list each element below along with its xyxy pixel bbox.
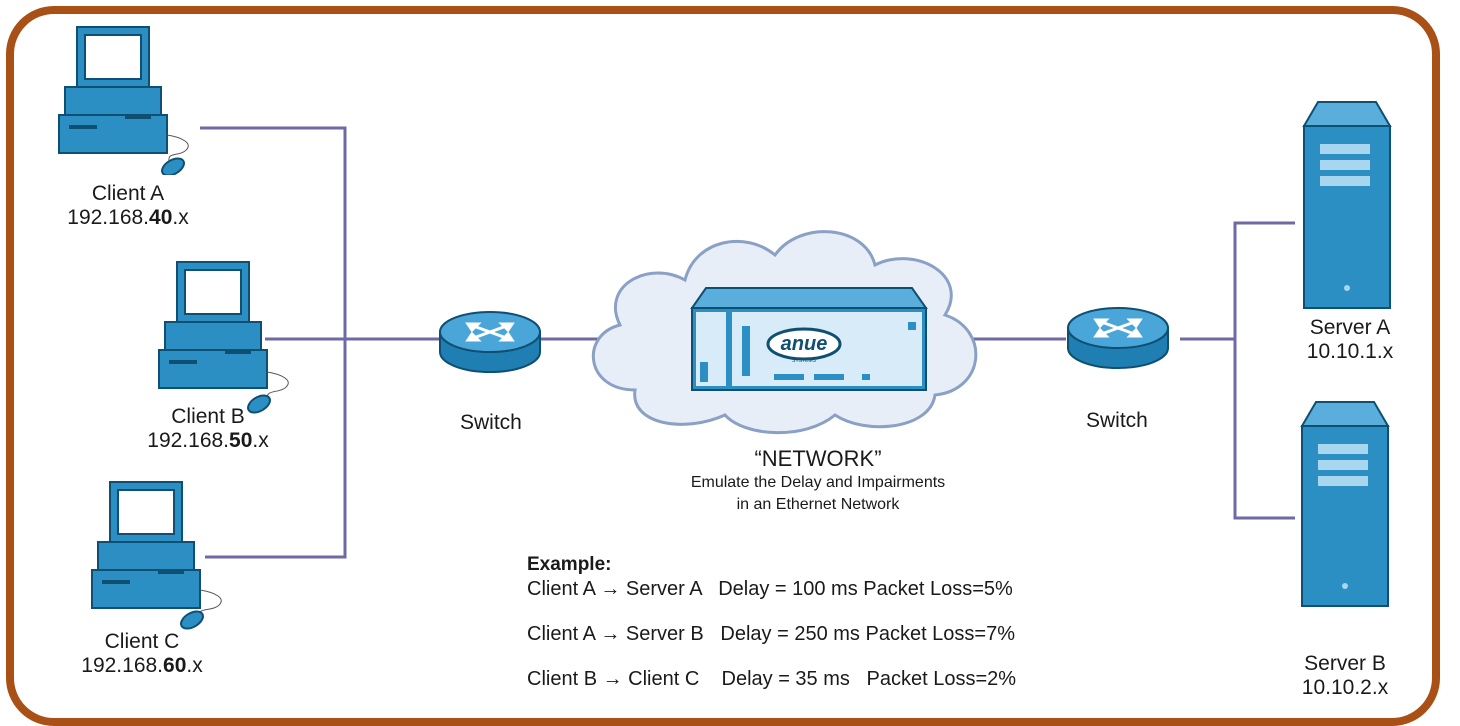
appliance-sublogo: SYSTEMS xyxy=(792,358,817,364)
network-desc-line2: in an Ethernet Network xyxy=(736,496,900,513)
server-b-name: Server B xyxy=(1304,652,1386,675)
right-switch-icon xyxy=(1067,307,1169,369)
example-row-2: Client A → Server B Delay = 250 ms Packe… xyxy=(527,623,1016,645)
server-b-icon xyxy=(1300,401,1390,607)
example-row-3: Client B → Client C Delay = 35 ms Packet… xyxy=(527,668,1017,690)
client-c-label: Client C 192.168.60.x xyxy=(62,630,222,678)
server-a-name: Server A xyxy=(1309,316,1391,339)
appliance-logo: anue xyxy=(781,333,828,355)
server-a-ip: 10.10.1.x xyxy=(1306,340,1394,363)
client-c-name: Client C xyxy=(104,630,180,653)
client-b-computer-icon xyxy=(158,261,289,414)
right-switch-label: Switch xyxy=(1086,409,1148,432)
server-a-label: Server A 10.10.1.x xyxy=(1290,316,1410,364)
client-c-computer-icon xyxy=(91,481,222,630)
client-b-name: Client B xyxy=(171,405,245,428)
client-a-computer-icon xyxy=(58,26,189,175)
client-b-ip: 192.168.50.x xyxy=(147,429,269,452)
example-block: Example: Client A → Server A Delay = 100… xyxy=(527,554,1016,713)
example-row-1: Client A → Server A Delay = 100 ms Packe… xyxy=(527,578,1013,600)
left-switch-label: Switch xyxy=(460,411,522,434)
server-a-icon xyxy=(1302,101,1392,309)
wire-servers-bus xyxy=(1233,221,1295,520)
client-b-label: Client B 192.168.50.x xyxy=(128,405,288,453)
client-a-ip: 192.168.40.x xyxy=(67,206,189,229)
client-a-label: Client A 192.168.40.x xyxy=(48,182,208,230)
network-title: “NETWORK” xyxy=(754,446,882,471)
network-desc-line1: Emulate the Delay and Impairments xyxy=(690,474,946,491)
left-switch-icon xyxy=(439,311,541,373)
client-a-name: Client A xyxy=(91,182,165,205)
server-b-label: Server B 10.10.2.x xyxy=(1285,652,1405,700)
network-caption: “NETWORK” Emulate the Delay and Impairme… xyxy=(618,446,1018,516)
server-b-ip: 10.10.2.x xyxy=(1301,676,1389,699)
wire-client-a xyxy=(200,126,347,559)
example-heading: Example: xyxy=(527,554,612,575)
client-c-ip: 192.168.60.x xyxy=(81,654,203,677)
network-emulator-appliance: anue SYSTEMS xyxy=(690,287,928,391)
